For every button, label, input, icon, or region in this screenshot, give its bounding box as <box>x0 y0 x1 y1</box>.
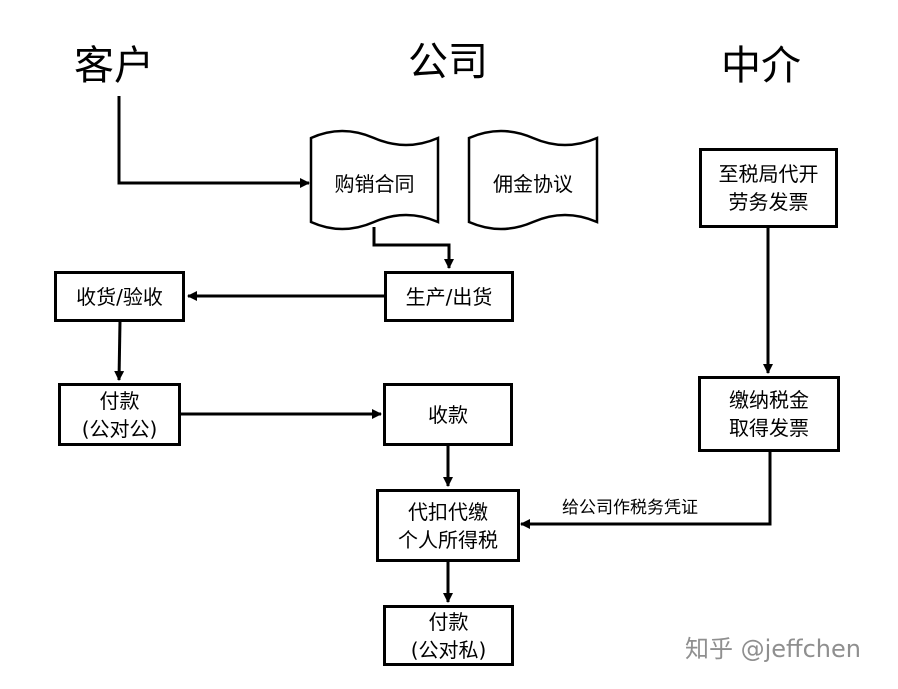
payment-private-label: 付款 (公对私) <box>410 609 487 662</box>
sales-contract-doc-shape <box>309 129 440 231</box>
payment-private-box: 付款 (公对私) <box>383 605 514 666</box>
withhold-tax-box: 代扣代缴 个人所得税 <box>376 489 520 562</box>
tax-office-invoice-label: 至税局代开 劳务发票 <box>718 162 819 214</box>
pay-tax-invoice-label: 缴纳税金 取得发票 <box>729 388 809 440</box>
receive-inspect-label: 收货/验收 <box>76 284 163 309</box>
production-shipping-box: 生产/出货 <box>384 271 514 322</box>
collect-payment-label: 收款 <box>428 402 468 427</box>
arrow-customer-to-contract <box>117 96 310 188</box>
production-shipping-label: 生产/出货 <box>405 284 493 309</box>
withhold-tax-label: 代扣代缴 个人所得税 <box>398 499 498 552</box>
receive-inspect-box: 收货/验收 <box>54 271 185 322</box>
tax-voucher-label: 给公司作税务凭证 <box>562 498 698 518</box>
pay-tax-invoice-box: 缴纳税金 取得发票 <box>698 376 840 452</box>
payment-corporate-label: 付款 (公对公) <box>81 388 158 441</box>
header-agent: 中介 <box>721 43 801 89</box>
arrow-contract-to-production <box>372 227 454 269</box>
header-customer: 客户 <box>74 43 154 89</box>
payment-corporate-box: 付款 (公对公) <box>58 383 181 446</box>
sales-contract-label: 购销合同 <box>334 172 415 196</box>
tax-office-invoice-box: 至税局代开 劳务发票 <box>699 148 838 228</box>
arrow-paytax-to-withhold <box>520 452 772 529</box>
arrow-receive-to-payment <box>114 320 125 381</box>
watermark-text: 知乎 @jeffchen <box>685 635 861 663</box>
header-company: 公司 <box>408 39 488 85</box>
commission-agreement-doc-shape <box>467 129 599 231</box>
collect-payment-box: 收款 <box>383 383 513 446</box>
commission-agreement-label: 佣金协议 <box>493 172 573 196</box>
